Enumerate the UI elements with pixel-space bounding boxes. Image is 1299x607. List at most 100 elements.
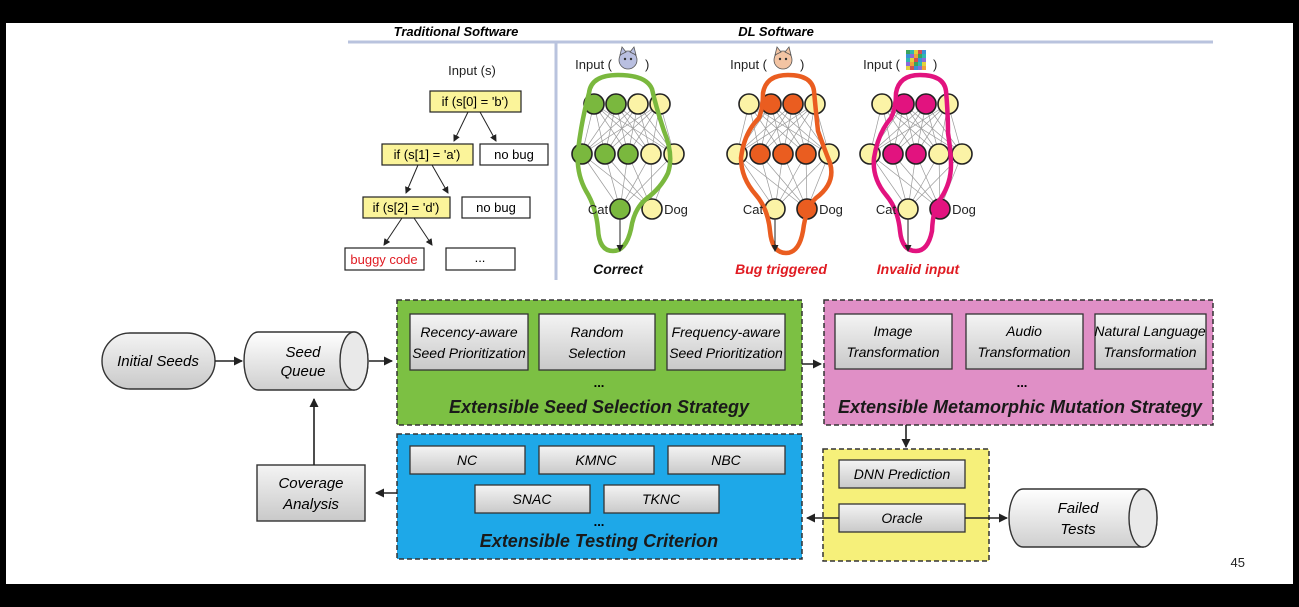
- noise-pixel: [918, 62, 922, 66]
- output-cat-label: Cat: [876, 202, 897, 217]
- network-input-close: ): [933, 57, 937, 72]
- icon-ear: [784, 46, 792, 56]
- noise-pixel: [918, 66, 922, 70]
- kmnc-text: KMNC: [575, 452, 617, 468]
- noise-pixel: [906, 62, 910, 66]
- tknc-text: TKNC: [642, 491, 681, 507]
- noise-pixel: [906, 50, 910, 54]
- audio-transformation-box: Audio Transformation: [965, 313, 1084, 370]
- network-edge: [581, 103, 661, 155]
- output-cat-label: Cat: [743, 202, 764, 217]
- network-edge: [759, 153, 808, 210]
- noise-pixel: [910, 62, 914, 66]
- condition-1: if (s[0] = 'b'): [429, 90, 522, 113]
- noise-pixel: [906, 58, 910, 62]
- network-input-close: ): [800, 57, 804, 72]
- cat-icon: [618, 46, 638, 70]
- frequency-aware-line2: Seed Prioritization: [669, 345, 783, 361]
- noise-pixel: [910, 50, 914, 54]
- nbc-box: NBC: [667, 445, 786, 475]
- network-edge: [581, 103, 639, 155]
- network-3: Cat Dog Input () Invalid input: [859, 50, 976, 277]
- image-transformation-line2: Transformation: [846, 344, 939, 360]
- nc-box: NC: [409, 445, 526, 475]
- output-dog-label: Dog: [952, 202, 976, 217]
- neuron: [641, 198, 663, 220]
- nc-text: NC: [457, 452, 478, 468]
- condition-3-text: if (s[2] = 'd'): [373, 200, 440, 215]
- network-edge: [593, 103, 675, 155]
- neuron: [640, 143, 662, 165]
- network-edge: [736, 103, 794, 155]
- coverage-analysis-line1: Coverage: [278, 475, 343, 492]
- noise-pixel: [910, 58, 914, 62]
- audio-transformation-line2: Transformation: [977, 344, 1070, 360]
- seed-queue: Seed Queue: [243, 331, 369, 391]
- failed-tests-line1: Failed: [1058, 500, 1100, 517]
- failed-tests-line2: Tests: [1060, 521, 1096, 538]
- icon-eye: [784, 57, 788, 61]
- neuron: [905, 143, 927, 165]
- mutation-title: Extensible Metamorphic Mutation Strategy: [838, 397, 1203, 417]
- recency-aware-line2: Seed Prioritization: [412, 345, 526, 361]
- noise-pixel: [918, 54, 922, 58]
- ellipsis-box: ...: [445, 247, 516, 271]
- output-dog-label: Dog: [819, 202, 843, 217]
- neuron: [782, 93, 804, 115]
- network-input-label: Input (: [863, 57, 901, 72]
- buggy-code-text: buggy code: [350, 252, 417, 267]
- network-edge: [748, 103, 807, 155]
- noise-pixel: [906, 66, 910, 70]
- dnn-prediction-text: DNN Prediction: [854, 466, 951, 482]
- coverage-analysis: Coverage Analysis: [256, 464, 366, 522]
- network-edge: [604, 103, 661, 155]
- noise-pixel: [906, 54, 910, 58]
- frequency-aware-box: Frequency-aware Seed Prioritization: [666, 313, 786, 371]
- buggy-code-box: buggy code: [344, 247, 425, 271]
- neuron: [772, 143, 794, 165]
- random-selection-line1: Random: [571, 324, 624, 340]
- noise-pixel: [914, 58, 918, 62]
- condition-1-text: if (s[0] = 'b'): [442, 94, 509, 109]
- network-edge: [581, 153, 621, 210]
- snac-text: SNAC: [513, 491, 553, 507]
- output-cat-label: Cat: [588, 202, 609, 217]
- network-edge: [736, 153, 808, 210]
- activation-path-outline: [575, 72, 673, 254]
- seed-queue-line2: Queue: [280, 363, 325, 380]
- slide: Traditional Software DL Software Input (…: [6, 23, 1293, 584]
- neuron: [795, 143, 817, 165]
- network-edge: [903, 103, 963, 155]
- no-bug-1-text: no bug: [494, 147, 534, 162]
- oracle-box: Oracle: [838, 503, 966, 533]
- network-edge: [869, 103, 949, 155]
- no-bug-2: no bug: [461, 196, 531, 219]
- dl-software-header: DL Software: [738, 24, 814, 39]
- network-edge: [619, 153, 675, 210]
- network-edge: [593, 103, 652, 155]
- traditional-software-header: Traditional Software: [394, 24, 519, 39]
- neuron: [915, 93, 937, 115]
- random-selection-box: Random Selection: [538, 313, 656, 371]
- mutation-panel: Image Transformation Audio Transformatio…: [823, 299, 1214, 426]
- network-caption: Invalid input: [877, 261, 961, 277]
- image-transformation-line1: Image: [874, 323, 913, 339]
- neuron: [897, 198, 919, 220]
- icon-face: [773, 50, 793, 70]
- oracle-text: Oracle: [881, 510, 922, 526]
- network-edge: [869, 153, 909, 210]
- network-edge: [581, 153, 653, 210]
- noise-pixel: [914, 54, 918, 58]
- seed-selection-title: Extensible Seed Selection Strategy: [449, 397, 750, 417]
- icon-ear: [619, 46, 627, 56]
- coverage-analysis-line2: Analysis: [282, 496, 339, 513]
- activation-path-outline: [738, 72, 834, 256]
- network-edge: [892, 153, 941, 210]
- network-edge: [774, 153, 830, 210]
- oracle-panel: DNN Prediction Oracle: [822, 448, 990, 562]
- network-input-close: ): [645, 57, 649, 72]
- neuron: [609, 198, 631, 220]
